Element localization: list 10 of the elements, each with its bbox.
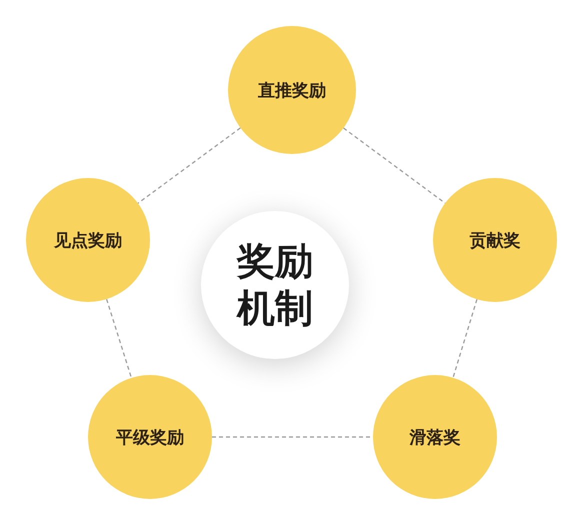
dashed-connector — [343, 128, 446, 204]
circle-label: 直推奖励 — [258, 80, 326, 102]
circle-label: 滑落奖 — [410, 426, 460, 448]
circle-label: 平级奖励 — [116, 426, 184, 448]
circle-label: 奖励机制 — [236, 238, 314, 332]
circle-label: 见点奖励 — [54, 230, 122, 252]
dashed-connector — [452, 299, 478, 378]
dashed-connector — [138, 127, 241, 204]
circle-label: 贡献奖 — [470, 230, 520, 252]
dashed-connector — [106, 298, 132, 378]
